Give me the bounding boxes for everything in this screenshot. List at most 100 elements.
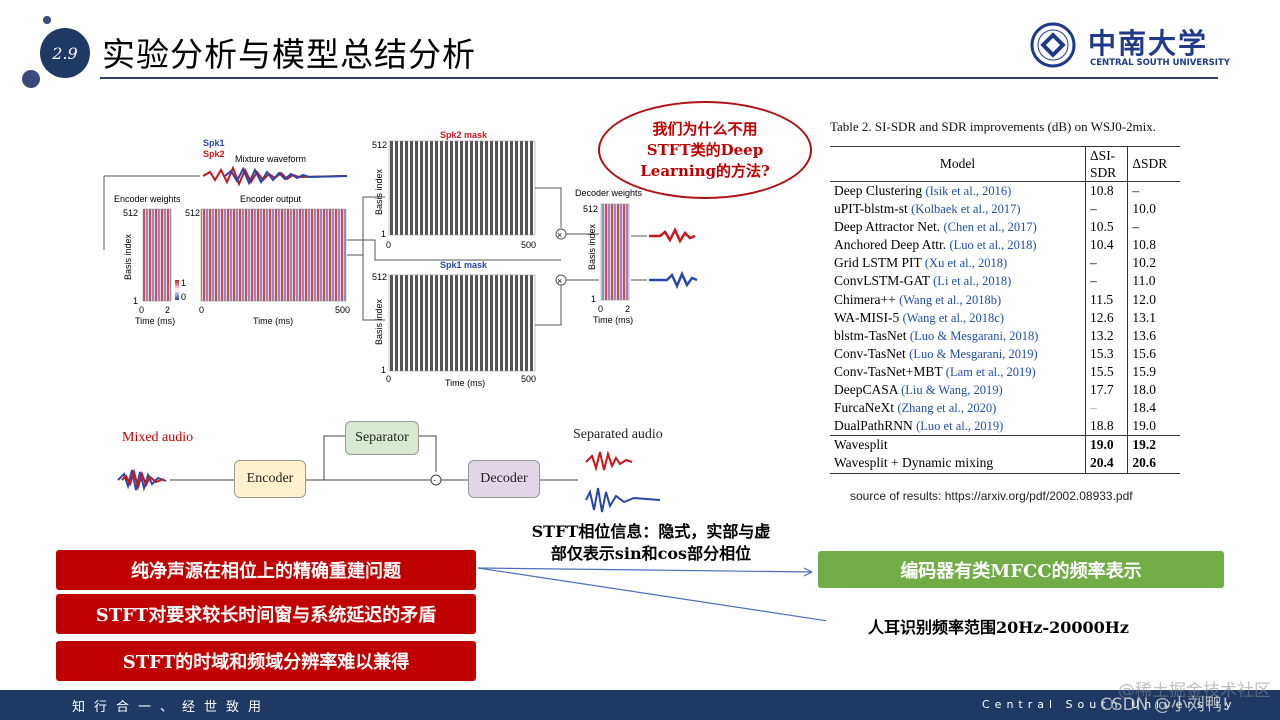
cell-sdr: 19.0: [1132, 418, 1156, 434]
decw-tick-1: 1: [591, 294, 596, 304]
cell-sdr: 12.0: [1132, 291, 1156, 307]
callout-line-2: STFT类的Deep: [646, 140, 764, 159]
model-citation: (Isik et al., 2016): [925, 184, 1012, 198]
cell-model: WA-MISI-5 (Wang et al., 2018c): [830, 309, 1086, 327]
output-waveform-spk2: [649, 227, 696, 244]
footer-university: Central South University: [982, 698, 1237, 711]
cell-sdr: 15.9: [1132, 363, 1156, 379]
cell-si-sdr: 10.5: [1084, 218, 1129, 237]
cell-model: Conv-TasNet (Luo & Mesgarani, 2019): [830, 345, 1086, 363]
cell-model: DeepCASA (Liu & Wang, 2019): [830, 381, 1086, 399]
col-model: Model: [939, 155, 976, 171]
spk1-tick-1: 1: [381, 365, 386, 375]
spk1-tick-0: 0: [386, 374, 391, 384]
decw-tick-512: 512: [583, 204, 598, 214]
col-si-sdr-line1: ΔSI-: [1090, 148, 1116, 163]
mask-connector: [347, 196, 385, 321]
results-table: Model ΔSI- SDR ΔSDR Deep Clustering (Isi…: [830, 146, 1180, 474]
cell-si-sdr: 13.2: [1084, 326, 1129, 345]
model-name: FurcaNeXt: [834, 400, 894, 416]
cell-si-sdr: –: [1084, 272, 1129, 291]
callout-line-3: Learning的方法?: [640, 161, 770, 180]
model-citation: (Kolbaek et al., 2017): [911, 202, 1021, 217]
model-citation: (Li et al., 2018): [933, 274, 1012, 289]
cell-model: Deep Attractor Net. (Chen et al., 2017): [830, 218, 1086, 236]
cell-si-sdr: 18.8: [1084, 417, 1129, 436]
model-name: uPIT-blstm-st: [834, 201, 908, 217]
arrowhead-greenbox: [803, 567, 813, 577]
model-name: DeepCASA: [834, 382, 898, 398]
decw-xlabel: Time (ms): [593, 315, 633, 325]
mult-symbol: ·: [433, 475, 437, 487]
multiply-bottom-symbol: ×: [557, 276, 562, 286]
cell-si-sdr: –: [1084, 254, 1129, 273]
cell-si-sdr: 19.0: [1084, 435, 1129, 455]
model-citation: (Zhang et al., 2020): [897, 401, 997, 416]
cell-model: Deep Clustering (Isik et al., 2016): [830, 182, 1086, 201]
spk2-mask-label: Spk2 mask: [440, 130, 488, 140]
callout-line-1: 我们为什么不用: [652, 119, 758, 138]
arrow-to-hearing: [477, 567, 826, 622]
cell-model: Wavesplit: [830, 436, 1086, 455]
encw-xlabel: Time (ms): [135, 316, 175, 326]
encw-tick-0: 0: [139, 305, 144, 315]
mixture-waveform-blue: [224, 166, 348, 186]
separator-box: Separator: [345, 421, 419, 455]
hearing-range-note: 人耳识别频率范围20Hz-20000Hz: [868, 618, 1129, 637]
spk2-ylabel: Basis index: [374, 168, 384, 215]
cell-si-sdr: 20.4: [1084, 454, 1129, 473]
cell-model: uPIT-blstm-st (Kolbaek et al., 2017): [830, 200, 1086, 218]
enco-tick-512: 512: [185, 208, 200, 218]
cell-sdr: 13.6: [1132, 327, 1156, 343]
spk2-tick-512: 512: [372, 140, 387, 150]
cell-si-sdr: 11.5: [1084, 290, 1129, 309]
phase-note-line-2: 部仅表示sin和cos部分相位: [550, 544, 752, 563]
mfcc-note-box: 编码器有类MFCC的频率表示: [818, 551, 1224, 588]
cell-model: FurcaNeXt (Zhang et al., 2020): [830, 399, 1086, 417]
decoder-weights-heatmap: [600, 203, 630, 301]
spk2-tick-500: 500: [521, 240, 536, 250]
model-name: blstm-TasNet: [834, 327, 907, 343]
table-row: ConvLSTM-GAT (Li et al., 2018)–11.0: [830, 272, 1180, 291]
watermark-juejin: @稀土掘金技术社区: [1118, 681, 1271, 701]
university-name-cn: 中南大学: [1088, 27, 1209, 60]
spk1-tick-500: 500: [521, 374, 536, 384]
col-si-sdr: ΔSI- SDR: [1084, 146, 1129, 182]
phase-note: STFT相位信息：隐式，实部与虚 部仅表示sin和cos部分相位: [508, 521, 794, 565]
decoder-box: Decoder: [468, 460, 540, 498]
spk1-tick-512: 512: [372, 272, 387, 282]
model-name: DualPathRNN: [834, 418, 913, 434]
enco-tick-0: 0: [199, 305, 204, 315]
mixture-waveform-label: Mixture waveform: [235, 154, 306, 164]
colorbar: [175, 280, 179, 300]
table-row: Grid LSTM PIT (Xu et al., 2018)–10.2: [830, 254, 1180, 273]
mixed-waveform-red: [121, 468, 165, 491]
model-name: Deep Attractor Net.: [834, 219, 941, 235]
encoder-weights-label: Encoder weights: [114, 194, 181, 204]
spk1-mask-label: Spk1 mask: [440, 260, 488, 270]
cell-model: Conv-TasNet+MBT (Lam et al., 2019): [830, 363, 1086, 381]
encoder-output-label: Encoder output: [240, 194, 302, 204]
encoder-output-heatmap: [200, 208, 347, 302]
pipeline-connectors: ·: [117, 435, 661, 513]
spk2-mask-heatmap: [388, 140, 536, 236]
cell-sdr: 18.0: [1132, 382, 1156, 398]
model-name: Wavesplit + Dynamic mixing: [834, 455, 994, 471]
cell-sdr: 19.2: [1132, 437, 1156, 453]
table-row: Deep Clustering (Isik et al., 2016)10.8–: [830, 181, 1180, 201]
model-citation: (Luo & Mesgarani, 2018): [909, 328, 1039, 343]
model-citation: (Chen et al., 2017): [943, 220, 1037, 235]
decor-dot: [22, 70, 40, 88]
input-connector: [103, 175, 200, 250]
cell-sdr: 15.6: [1132, 345, 1156, 361]
colorbar-max: 1: [181, 278, 186, 288]
model-name: Grid LSTM PIT: [834, 255, 922, 271]
model-name: Conv-TasNet+MBT: [834, 363, 943, 379]
decor-dot-small: [43, 16, 51, 24]
